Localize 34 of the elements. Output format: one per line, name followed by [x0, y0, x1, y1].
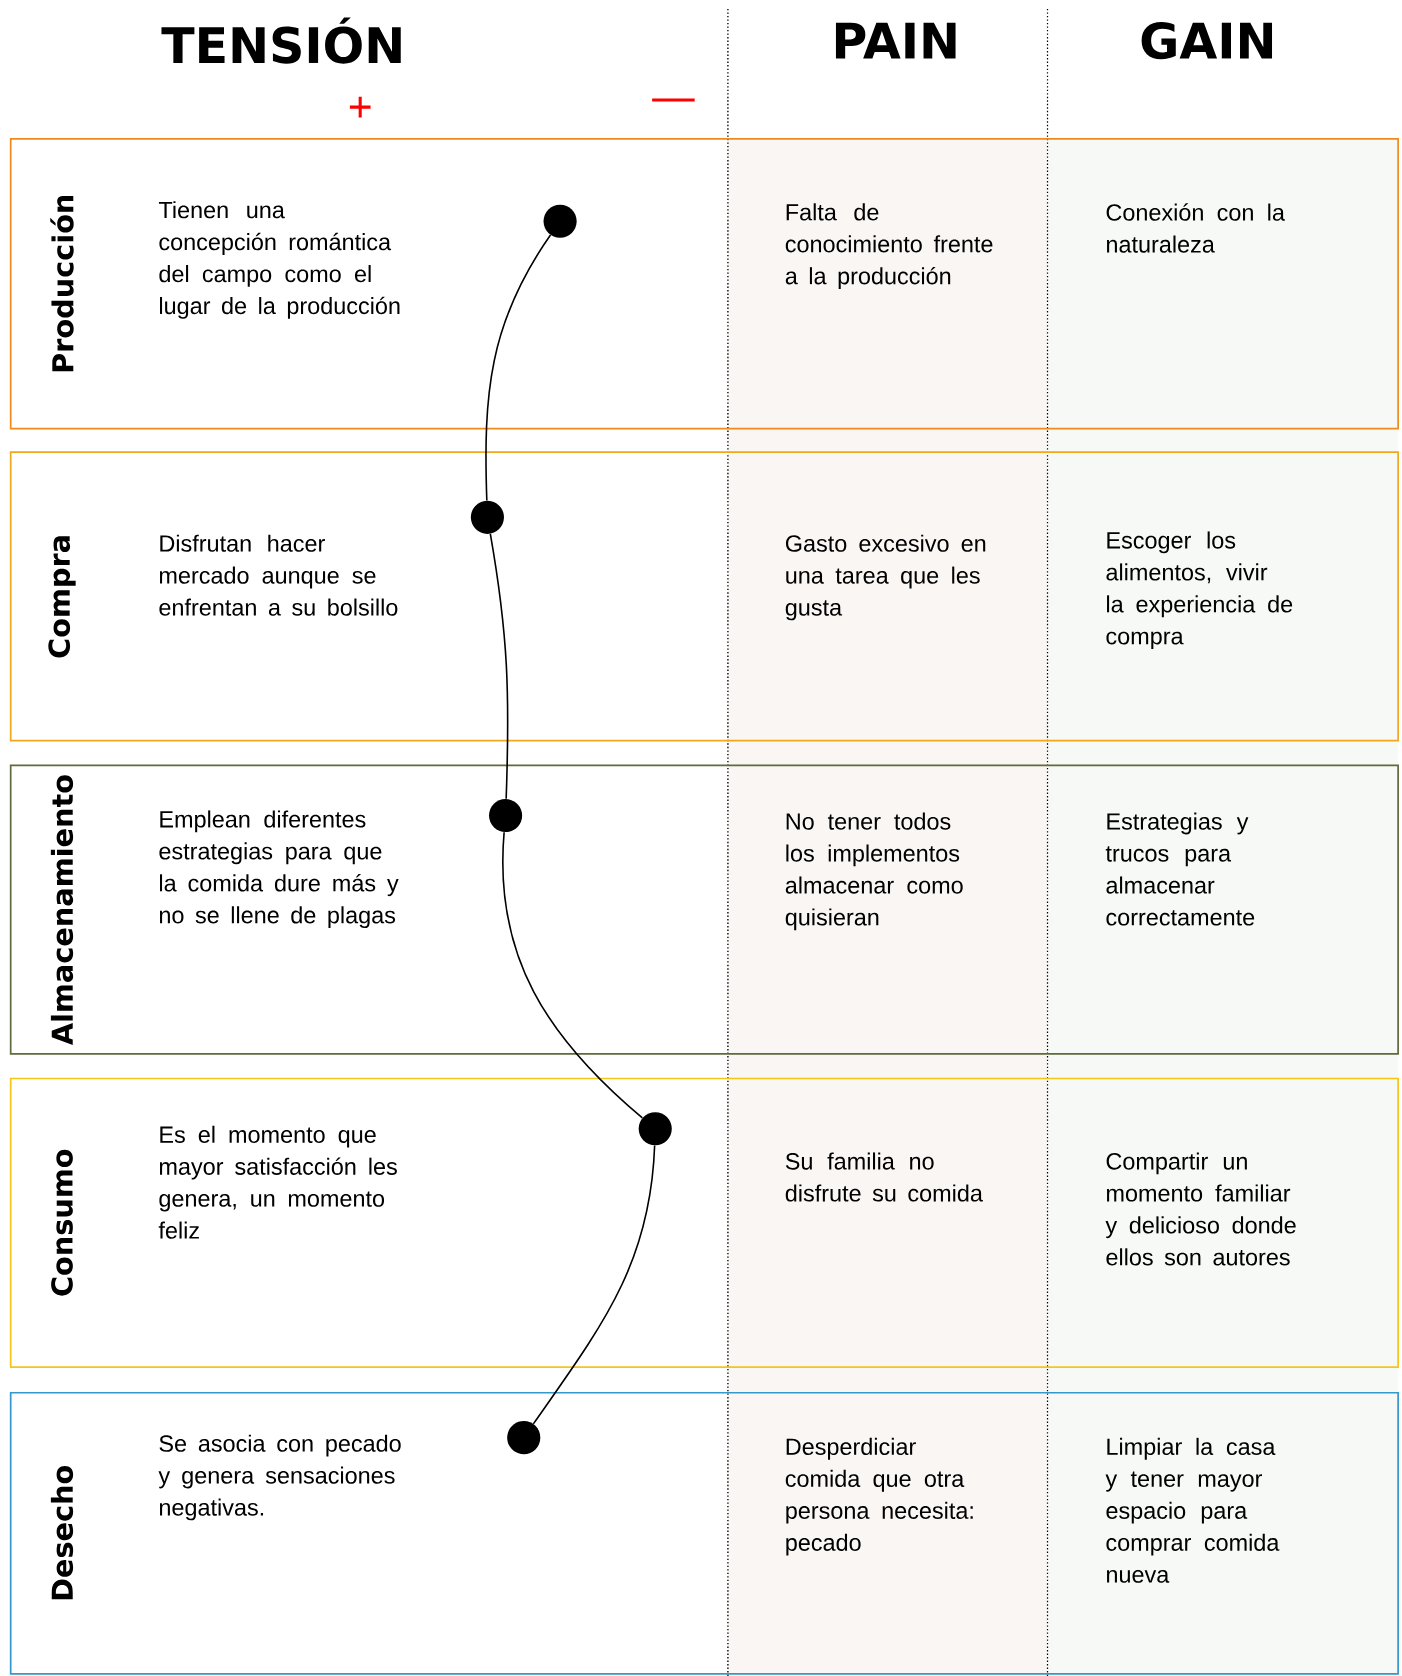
row-heading: Consumo — [50, 1149, 73, 1296]
cell-text: Estrategias y trucos para almacenar correctamente — [1105, 812, 1254, 926]
cell-text: Es el momento que mayor satisfacción les genera, un momento feliz — [158, 1125, 397, 1239]
dot — [638, 1112, 672, 1146]
curve-line — [485, 234, 552, 502]
row-heading: Almacenamiento — [50, 775, 73, 1046]
cell-text: Escoger los alimentos, vivir la experiencia de compra — [1106, 531, 1292, 650]
cell-text: Su familia no disfrute su comida — [785, 1152, 983, 1202]
sign-label: + — [349, 96, 371, 118]
column-title: PAIN — [835, 22, 956, 59]
column-title: GAIN — [1141, 22, 1272, 60]
row-heading: Desecho — [50, 1465, 73, 1600]
cell-text: No tener todos los implementos almacenar como quisieran — [785, 812, 963, 931]
cell-text: Compartir un momento familiar y delicioso donde ellos son autores — [1105, 1152, 1296, 1266]
cell-text: Se asocia con pecado y genera sensaciones negativas. — [158, 1434, 401, 1521]
row-heading: Producción — [50, 195, 74, 372]
cell-text: Falta de conocimiento frente a la producción — [785, 203, 993, 289]
row-heading: Compra — [48, 536, 76, 658]
dot — [470, 500, 504, 534]
cell-text: Tienen una concepción romántica del campo como el lugar de la producción — [158, 201, 400, 319]
cell-text: Gasto excesivo en una tarea que les gusta — [785, 534, 986, 621]
cell-text: Emplean diferentes estrategias para que la comida dure más y no se llene de plagas — [159, 810, 399, 929]
curve-line — [501, 831, 643, 1119]
cell-text: Conexión con la naturaleza — [1106, 203, 1285, 253]
dot — [488, 799, 522, 833]
cell-text: Disfrutan hacer mercado aunque se enfrentan a su bolsillo — [159, 534, 398, 616]
dot — [507, 1421, 541, 1455]
cell-text: Limpiar la casa y tener mayor espacio para comprar comida nueva — [1105, 1437, 1280, 1583]
curve-line — [532, 1144, 656, 1425]
dot — [543, 204, 577, 238]
cell-text: Desperdiciar comida que otra persona necesita: pecado — [785, 1437, 973, 1556]
curve-line — [489, 533, 509, 800]
sign-label: — — [651, 98, 695, 102]
column-title: TENSIÓN — [161, 17, 401, 64]
